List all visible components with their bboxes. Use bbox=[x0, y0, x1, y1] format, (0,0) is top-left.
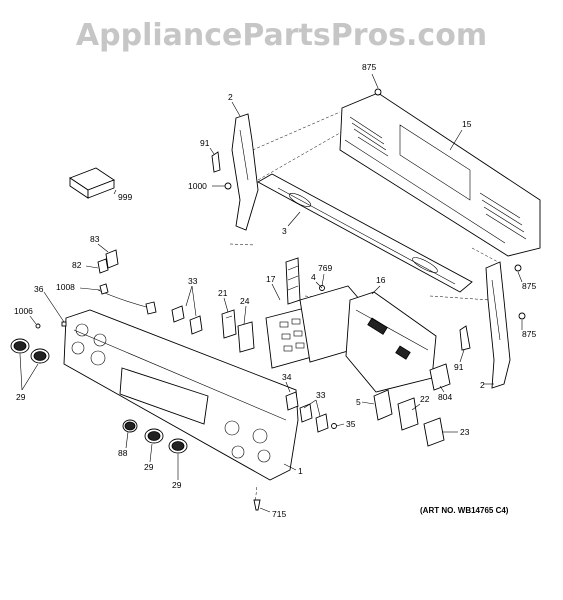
callout-33-lower: 33 bbox=[316, 390, 326, 400]
screw-875-right-upper[interactable] bbox=[514, 264, 522, 272]
callout-35: 35 bbox=[346, 419, 356, 429]
connector-part-83[interactable] bbox=[105, 249, 119, 269]
callout-91-right: 91 bbox=[454, 362, 464, 372]
callout-1006: 1006 bbox=[14, 306, 33, 316]
leader-lines bbox=[19, 73, 523, 513]
screw-875-right-lower[interactable] bbox=[518, 312, 526, 320]
callout-36: 36 bbox=[34, 284, 44, 294]
callout-16: 16 bbox=[376, 275, 386, 285]
callout-88: 88 bbox=[118, 448, 128, 458]
callout-769: 769 bbox=[318, 263, 332, 273]
knob-part-88[interactable] bbox=[122, 419, 138, 433]
callout-34: 34 bbox=[282, 372, 292, 382]
knob-part-29-lower-a[interactable] bbox=[144, 428, 164, 444]
side-bracket-part-2-right[interactable] bbox=[485, 261, 511, 389]
callout-875-top: 875 bbox=[362, 62, 376, 72]
knob-part-29-left-b[interactable] bbox=[30, 348, 50, 364]
wire-harness-part-1008[interactable] bbox=[97, 283, 157, 315]
badge-part-36[interactable] bbox=[61, 321, 67, 327]
switch-part-34[interactable] bbox=[285, 391, 299, 411]
callout-2-right: 2 bbox=[480, 380, 485, 390]
callout-91-left: 91 bbox=[200, 138, 210, 148]
ribbon-part-17[interactable] bbox=[285, 257, 301, 305]
bracket-part-804[interactable] bbox=[429, 363, 451, 391]
callout-1008: 1008 bbox=[56, 282, 75, 292]
callout-804: 804 bbox=[438, 392, 452, 402]
callout-4: 4 bbox=[311, 272, 316, 282]
switch-part-22[interactable] bbox=[397, 397, 419, 431]
callout-1000: 1000 bbox=[188, 181, 207, 191]
switch-part-33-upper[interactable] bbox=[171, 305, 203, 335]
watermark: AppliancePartsPros.com bbox=[75, 18, 488, 53]
callout-715: 715 bbox=[272, 509, 286, 519]
callout-875-right-upper: 875 bbox=[522, 281, 536, 291]
callout-23: 23 bbox=[460, 427, 470, 437]
callout-22: 22 bbox=[420, 394, 430, 404]
callout-29-left: 29 bbox=[16, 392, 26, 402]
callout-5: 5 bbox=[356, 397, 361, 407]
control-panel-part-1[interactable] bbox=[63, 309, 299, 481]
callout-3: 3 bbox=[282, 226, 287, 236]
callout-17: 17 bbox=[266, 274, 276, 284]
callout-labels: 875 2 15 91 1000 999 3 83 82 33 1008 36 … bbox=[14, 62, 536, 519]
callout-15: 15 bbox=[462, 119, 472, 129]
callout-875-right-lower: 875 bbox=[522, 329, 536, 339]
screw-875-top[interactable] bbox=[374, 88, 382, 96]
box-part-999[interactable] bbox=[69, 167, 115, 199]
bracket-part-91-right[interactable] bbox=[459, 325, 471, 351]
screw-part-715[interactable] bbox=[253, 499, 261, 511]
callout-33-upper: 33 bbox=[188, 276, 198, 286]
callout-82: 82 bbox=[72, 260, 82, 270]
switch-part-33-lower[interactable] bbox=[299, 403, 329, 433]
switch-part-5[interactable] bbox=[373, 389, 393, 421]
harness-part-82[interactable] bbox=[97, 258, 109, 274]
screw-part-35[interactable] bbox=[331, 423, 337, 429]
trim-bar-part-3[interactable] bbox=[257, 173, 473, 293]
callout-24: 24 bbox=[240, 296, 250, 306]
art-number: (ART NO. WB14765 C4) bbox=[420, 506, 509, 515]
knob-part-29-lower-b[interactable] bbox=[168, 438, 188, 454]
switch-part-21[interactable] bbox=[221, 309, 237, 339]
callout-29-lower-b: 29 bbox=[172, 480, 182, 490]
callout-29-lower-a: 29 bbox=[144, 462, 154, 472]
clip-part-1000[interactable] bbox=[224, 182, 232, 190]
control-board-part-16[interactable] bbox=[345, 291, 437, 393]
callout-2-left: 2 bbox=[228, 92, 233, 102]
switch-part-23[interactable] bbox=[423, 417, 445, 447]
knob-part-29-left-a[interactable] bbox=[10, 338, 30, 354]
callout-83: 83 bbox=[90, 234, 100, 244]
callout-1: 1 bbox=[298, 466, 303, 476]
side-bracket-part-2-left[interactable] bbox=[231, 113, 259, 231]
pin-part-1006[interactable] bbox=[35, 323, 41, 329]
callout-21: 21 bbox=[218, 288, 228, 298]
switch-part-24[interactable] bbox=[237, 321, 255, 353]
bracket-part-91-left[interactable] bbox=[211, 151, 221, 173]
callout-999: 999 bbox=[118, 192, 132, 202]
